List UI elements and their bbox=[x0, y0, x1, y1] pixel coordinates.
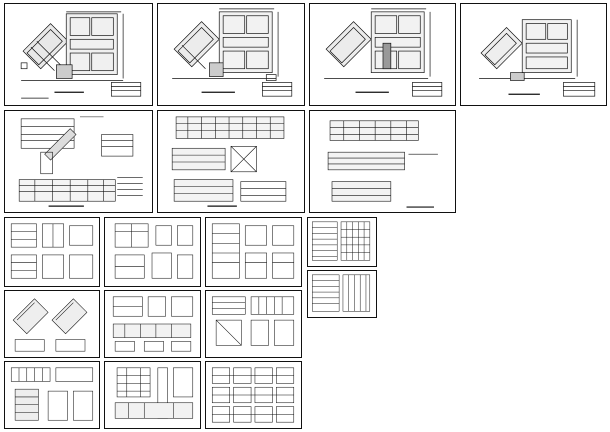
elevation-drawing bbox=[327, 120, 438, 208]
elevation-drawing bbox=[171, 116, 287, 207]
sheet-floor-plan-2 bbox=[157, 3, 305, 106]
sheet-detail-small-1 bbox=[4, 217, 100, 287]
table-drawing bbox=[312, 274, 371, 312]
detail-drawing bbox=[211, 367, 295, 423]
floor-plan-drawing bbox=[479, 19, 596, 97]
detail-drawing bbox=[211, 296, 295, 346]
sheet-detail-small-5 bbox=[104, 290, 201, 358]
floor-plan-drawing bbox=[324, 8, 443, 97]
detail-drawing bbox=[211, 223, 295, 279]
sheet-floor-plan-1 bbox=[4, 3, 153, 106]
sheet-schedule-2 bbox=[307, 270, 377, 318]
floor-plan-drawing bbox=[20, 11, 142, 99]
detail-drawing bbox=[114, 367, 194, 419]
detail-drawing bbox=[112, 296, 194, 352]
sheet-detail-small-7 bbox=[4, 361, 100, 429]
sheet-stair-details bbox=[4, 110, 153, 213]
detail-drawing bbox=[12, 298, 88, 352]
sheet-detail-small-3 bbox=[205, 217, 302, 287]
detail-drawing bbox=[10, 367, 94, 421]
sheet-schedule-1 bbox=[307, 217, 377, 267]
sheet-floor-plan-3 bbox=[309, 3, 456, 106]
table-drawing bbox=[311, 221, 371, 261]
detail-drawing bbox=[114, 223, 194, 279]
sheet-elevations-1 bbox=[157, 110, 305, 213]
sheet-detail-small-6 bbox=[205, 290, 302, 358]
detail-drawing bbox=[18, 116, 143, 207]
floor-plan-drawing bbox=[172, 8, 293, 97]
sheet-detail-small-8 bbox=[104, 361, 201, 429]
sheet-detail-small-2 bbox=[104, 217, 201, 287]
sheet-detail-small-9 bbox=[205, 361, 302, 429]
watermark bbox=[286, 198, 320, 220]
sheet-detail-small-4 bbox=[4, 290, 100, 358]
detail-drawing bbox=[10, 223, 94, 279]
sheet-elevations-2 bbox=[309, 110, 456, 213]
sheet-floor-plan-4 bbox=[460, 3, 607, 106]
